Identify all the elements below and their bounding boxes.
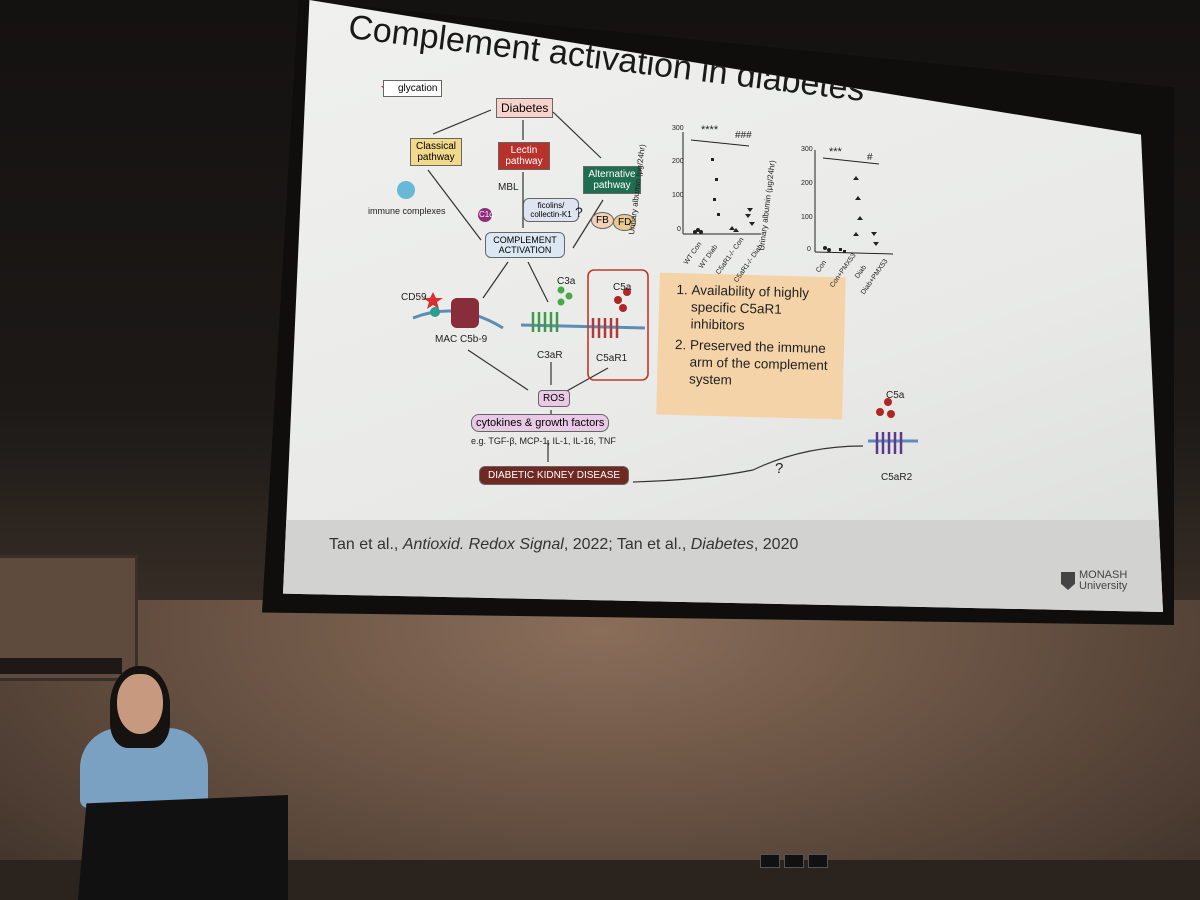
immune-complexes-label: immune complexes bbox=[368, 206, 446, 216]
citation-text-2: , 2022; Tan et al., bbox=[563, 536, 691, 553]
glycation-label: glycation bbox=[383, 80, 443, 97]
diabetes-box: Diabetes bbox=[496, 98, 554, 118]
key-point-2: Preserved the immune arm of the compleme… bbox=[689, 336, 834, 391]
c5a-label: C5a bbox=[613, 282, 632, 293]
ficolins-box: ficolins/ collectin-K1 bbox=[523, 198, 579, 222]
logo-line-2: University bbox=[1079, 580, 1128, 592]
plot1-sig-stars: **** bbox=[701, 124, 719, 136]
outlet-icon bbox=[808, 854, 828, 868]
outlet-icon bbox=[784, 854, 804, 868]
c3ar-label: C3aR bbox=[537, 350, 563, 361]
cytokines-box: cytokines & growth factors bbox=[471, 414, 610, 432]
albumin-plot-1 bbox=[682, 132, 761, 235]
citation-text-3: , 2020 bbox=[753, 536, 799, 553]
key-points-box: Availability of highly specific C5aR1 in… bbox=[656, 272, 846, 420]
ros-box: ROS bbox=[538, 390, 570, 407]
outlet-icon bbox=[760, 854, 780, 868]
citation-journal-1: Antioxid. Redox Signal bbox=[402, 536, 564, 553]
logo-line-1: MONASH bbox=[1079, 569, 1128, 581]
plot2-tick-300: 300 bbox=[801, 146, 813, 153]
cytokine-examples: e.g. TGF-β, MCP-1, IL-1, IL-16, TNF bbox=[471, 436, 616, 446]
citation-journal-2: Diabetes bbox=[690, 536, 754, 553]
floor-outlets bbox=[760, 854, 828, 868]
c3a-label: C3a bbox=[557, 276, 576, 287]
mbl-label: MBL bbox=[498, 182, 519, 193]
fd-circle: FD bbox=[613, 214, 637, 231]
c5ar1-label: C5aR1 bbox=[596, 353, 628, 364]
monash-logo: MONASH University bbox=[1061, 570, 1127, 592]
question-mark-1: ? bbox=[575, 204, 583, 220]
alternative-pathway-box: Alternative pathway bbox=[583, 166, 641, 194]
pathway-diagram-arrows bbox=[381, 82, 918, 483]
c5ar2-label: C5aR2 bbox=[881, 472, 913, 483]
dkd-box: DIABETIC KIDNEY DISEASE bbox=[479, 466, 630, 485]
plot2-tick-0: 0 bbox=[807, 246, 811, 253]
question-mark-2: ? bbox=[775, 460, 784, 477]
plot1-sig-hash: ### bbox=[735, 130, 752, 141]
complement-activation-box: COMPLEMENT ACTIVATION bbox=[485, 232, 565, 258]
podium bbox=[78, 795, 288, 900]
plot2-tick-100: 100 bbox=[801, 214, 813, 221]
citation: Tan et al., Antioxid. Redox Signal, 2022… bbox=[329, 536, 798, 554]
c5a-right-label: C5a bbox=[886, 390, 905, 401]
plot2-sig-hash: # bbox=[867, 152, 873, 163]
presenter-face bbox=[117, 674, 163, 734]
albumin-plot-2 bbox=[814, 150, 894, 255]
c1q-label: C1q bbox=[479, 210, 494, 219]
plot1-tick-300: 300 bbox=[672, 125, 684, 132]
plot1-tick-100: 100 bbox=[672, 192, 684, 199]
plot1-tick-200: 200 bbox=[672, 158, 684, 165]
presenter bbox=[80, 666, 210, 808]
slide-footer bbox=[283, 520, 1163, 612]
plot2-sig-stars: *** bbox=[829, 146, 842, 158]
lectin-pathway-box: Lectin pathway bbox=[498, 142, 550, 170]
shield-icon bbox=[1061, 572, 1075, 590]
fb-circle: FB bbox=[591, 212, 614, 229]
side-door-bar bbox=[0, 658, 122, 674]
cd59-label: CD59 bbox=[401, 292, 427, 303]
mac-label: MAC C5b-9 bbox=[435, 334, 488, 345]
plot1-tick-0: 0 bbox=[677, 226, 681, 233]
citation-text-1: Tan et al., bbox=[329, 536, 403, 553]
plot2-tick-200: 200 bbox=[801, 180, 813, 187]
classical-pathway-box: Classical pathway bbox=[410, 138, 462, 166]
